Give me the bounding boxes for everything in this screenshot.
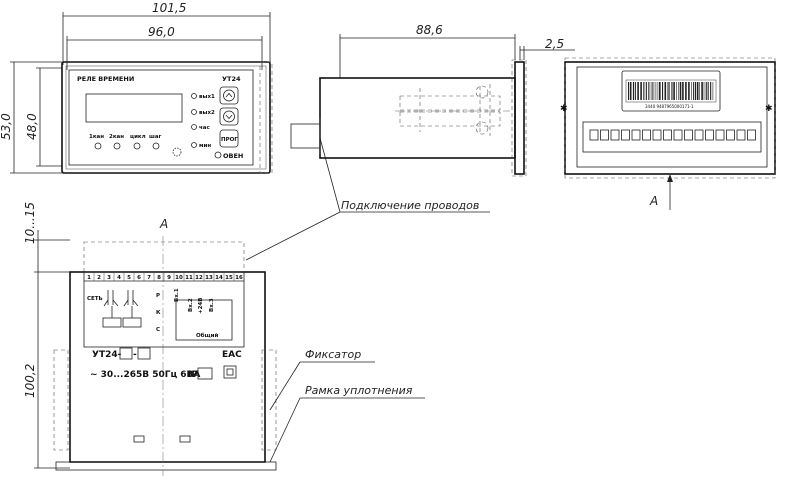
terminal-number: 12 <box>195 275 203 281</box>
rear-terminal-slot <box>684 129 693 141</box>
front-brand: ОВЕН <box>223 152 243 160</box>
k-label: К <box>156 310 161 316</box>
input-label-2: Вх.2 <box>188 298 194 312</box>
net-label: СЕТЬ <box>87 296 103 302</box>
indicator-label-1: вых1 <box>199 94 215 100</box>
rear-view: 3440 9487965000171-1 ✱ ✱ А <box>560 57 776 210</box>
terminal-number: 13 <box>205 275 213 281</box>
rear-terminal-slot <box>715 129 725 141</box>
view-a-right-label: А <box>649 194 658 208</box>
front-title: РЕЛЕ ВРЕМЕНИ <box>77 75 134 83</box>
p-label: Р <box>156 293 160 299</box>
prog-button <box>219 129 239 148</box>
relay-schematic <box>102 290 142 328</box>
dim-front-inner-height: 48,0 <box>25 113 39 140</box>
terminal-number: 15 <box>225 275 233 281</box>
indicator-label-2: вых2 <box>199 110 215 116</box>
terminal-number: 8 <box>157 275 161 281</box>
rear-terminal-slot <box>600 129 609 141</box>
front-indicators: вых1 вых2 час мин <box>191 93 215 149</box>
btn-label-3: цикл <box>130 134 146 140</box>
terminal-number: 6 <box>137 275 141 281</box>
dim-side-flange: 2,5 <box>545 37 564 51</box>
dim-side-depth: 88,6 <box>416 23 443 37</box>
down-button <box>219 107 239 126</box>
mark-eac: ЕАС <box>222 350 242 360</box>
latch-right-icon: ✱ <box>765 104 773 114</box>
rear-terminal-slot <box>726 129 735 141</box>
down-arrow-icon <box>223 110 235 123</box>
rear-terminal-slot <box>642 129 651 141</box>
label-latch: Фиксатор <box>305 348 361 361</box>
up-arrow-icon <box>223 89 235 102</box>
input-label-3: +24В <box>198 298 204 314</box>
model-label: УТ24- <box>92 350 122 360</box>
input-label-1: Вх.1 <box>174 288 180 302</box>
barcode-icon <box>625 79 717 103</box>
rear-terminal-slot <box>631 129 641 141</box>
terminal-number: 4 <box>117 275 121 281</box>
btn-label-2: 2кан <box>109 134 124 140</box>
up-button <box>219 86 239 105</box>
c-label: С <box>156 327 160 333</box>
view-a-top-label: А <box>159 217 168 231</box>
knob-icon <box>172 147 182 157</box>
terminal-number: 9 <box>167 275 171 281</box>
terminal-number: 14 <box>215 275 223 281</box>
terminal-number: 7 <box>147 275 151 281</box>
indicator-label-3: час <box>199 125 210 131</box>
label-seal: Рамка уплотнения <box>305 384 413 397</box>
annotations: Подключение проводов Фиксатор Рамка упло… <box>245 137 490 463</box>
svg-text:-: - <box>133 350 137 360</box>
input-label-4: Вх.3 <box>209 298 215 312</box>
rear-terminal-slot <box>694 129 704 141</box>
rear-terminal-slot <box>673 129 683 141</box>
terminal-number: 11 <box>185 275 193 281</box>
dim-bottom-clearance: 10...15 <box>23 202 37 244</box>
terminal-number: 16 <box>235 275 243 281</box>
common-label: Общий <box>196 332 218 339</box>
dim-front-inner-width: 96,0 <box>148 25 175 39</box>
btn-label-4: шаг <box>149 134 162 140</box>
front-model: УТ24 <box>222 75 241 83</box>
ip-label: IP <box>188 370 198 380</box>
indicator-label-4: мин <box>199 143 211 149</box>
rear-terminal-slot <box>747 129 756 141</box>
supply-label: ~ 30...265В 50Гц 6ВА <box>90 370 200 380</box>
side-view: 88,6 2,5 <box>290 23 575 177</box>
rear-terminal-slot <box>736 129 746 141</box>
terminal-number: 2 <box>97 275 101 281</box>
front-bottom-buttons: 1кан 2кан цикл шаг <box>89 134 162 150</box>
terminal-number: 5 <box>127 275 131 281</box>
terminal-number: 1 <box>87 275 91 281</box>
dim-front-outer-width: 101,5 <box>152 1 186 15</box>
rear-terminal-slot <box>663 129 672 141</box>
terminal-number: 10 <box>175 275 183 281</box>
label-wires: Подключение проводов <box>341 199 479 212</box>
brand-logo-icon <box>214 151 222 159</box>
front-view: 101,5 96,0 53,0 48,0 РЕЛЕ ВРЕМЕНИ УТ24 в… <box>0 1 273 174</box>
front-display <box>85 93 183 123</box>
dim-bottom-height: 100,2 <box>23 364 37 398</box>
prog-label: ПРОГ <box>221 137 238 143</box>
dim-front-outer-height: 53,0 <box>0 113 13 140</box>
rear-terminal-slot <box>652 129 662 141</box>
rear-terminal-slot <box>705 129 714 141</box>
terminal-number: 3 <box>107 275 111 281</box>
latch-left-icon: ✱ <box>560 104 568 114</box>
btn-label-1: 1кан <box>89 134 104 140</box>
rear-terminal-slot <box>610 129 620 141</box>
rear-terminals <box>589 129 756 141</box>
rear-terminal-slot <box>621 129 630 141</box>
barcode-caption: 3440 9487965000171-1 <box>645 104 694 109</box>
rear-terminal-slot <box>589 129 599 141</box>
